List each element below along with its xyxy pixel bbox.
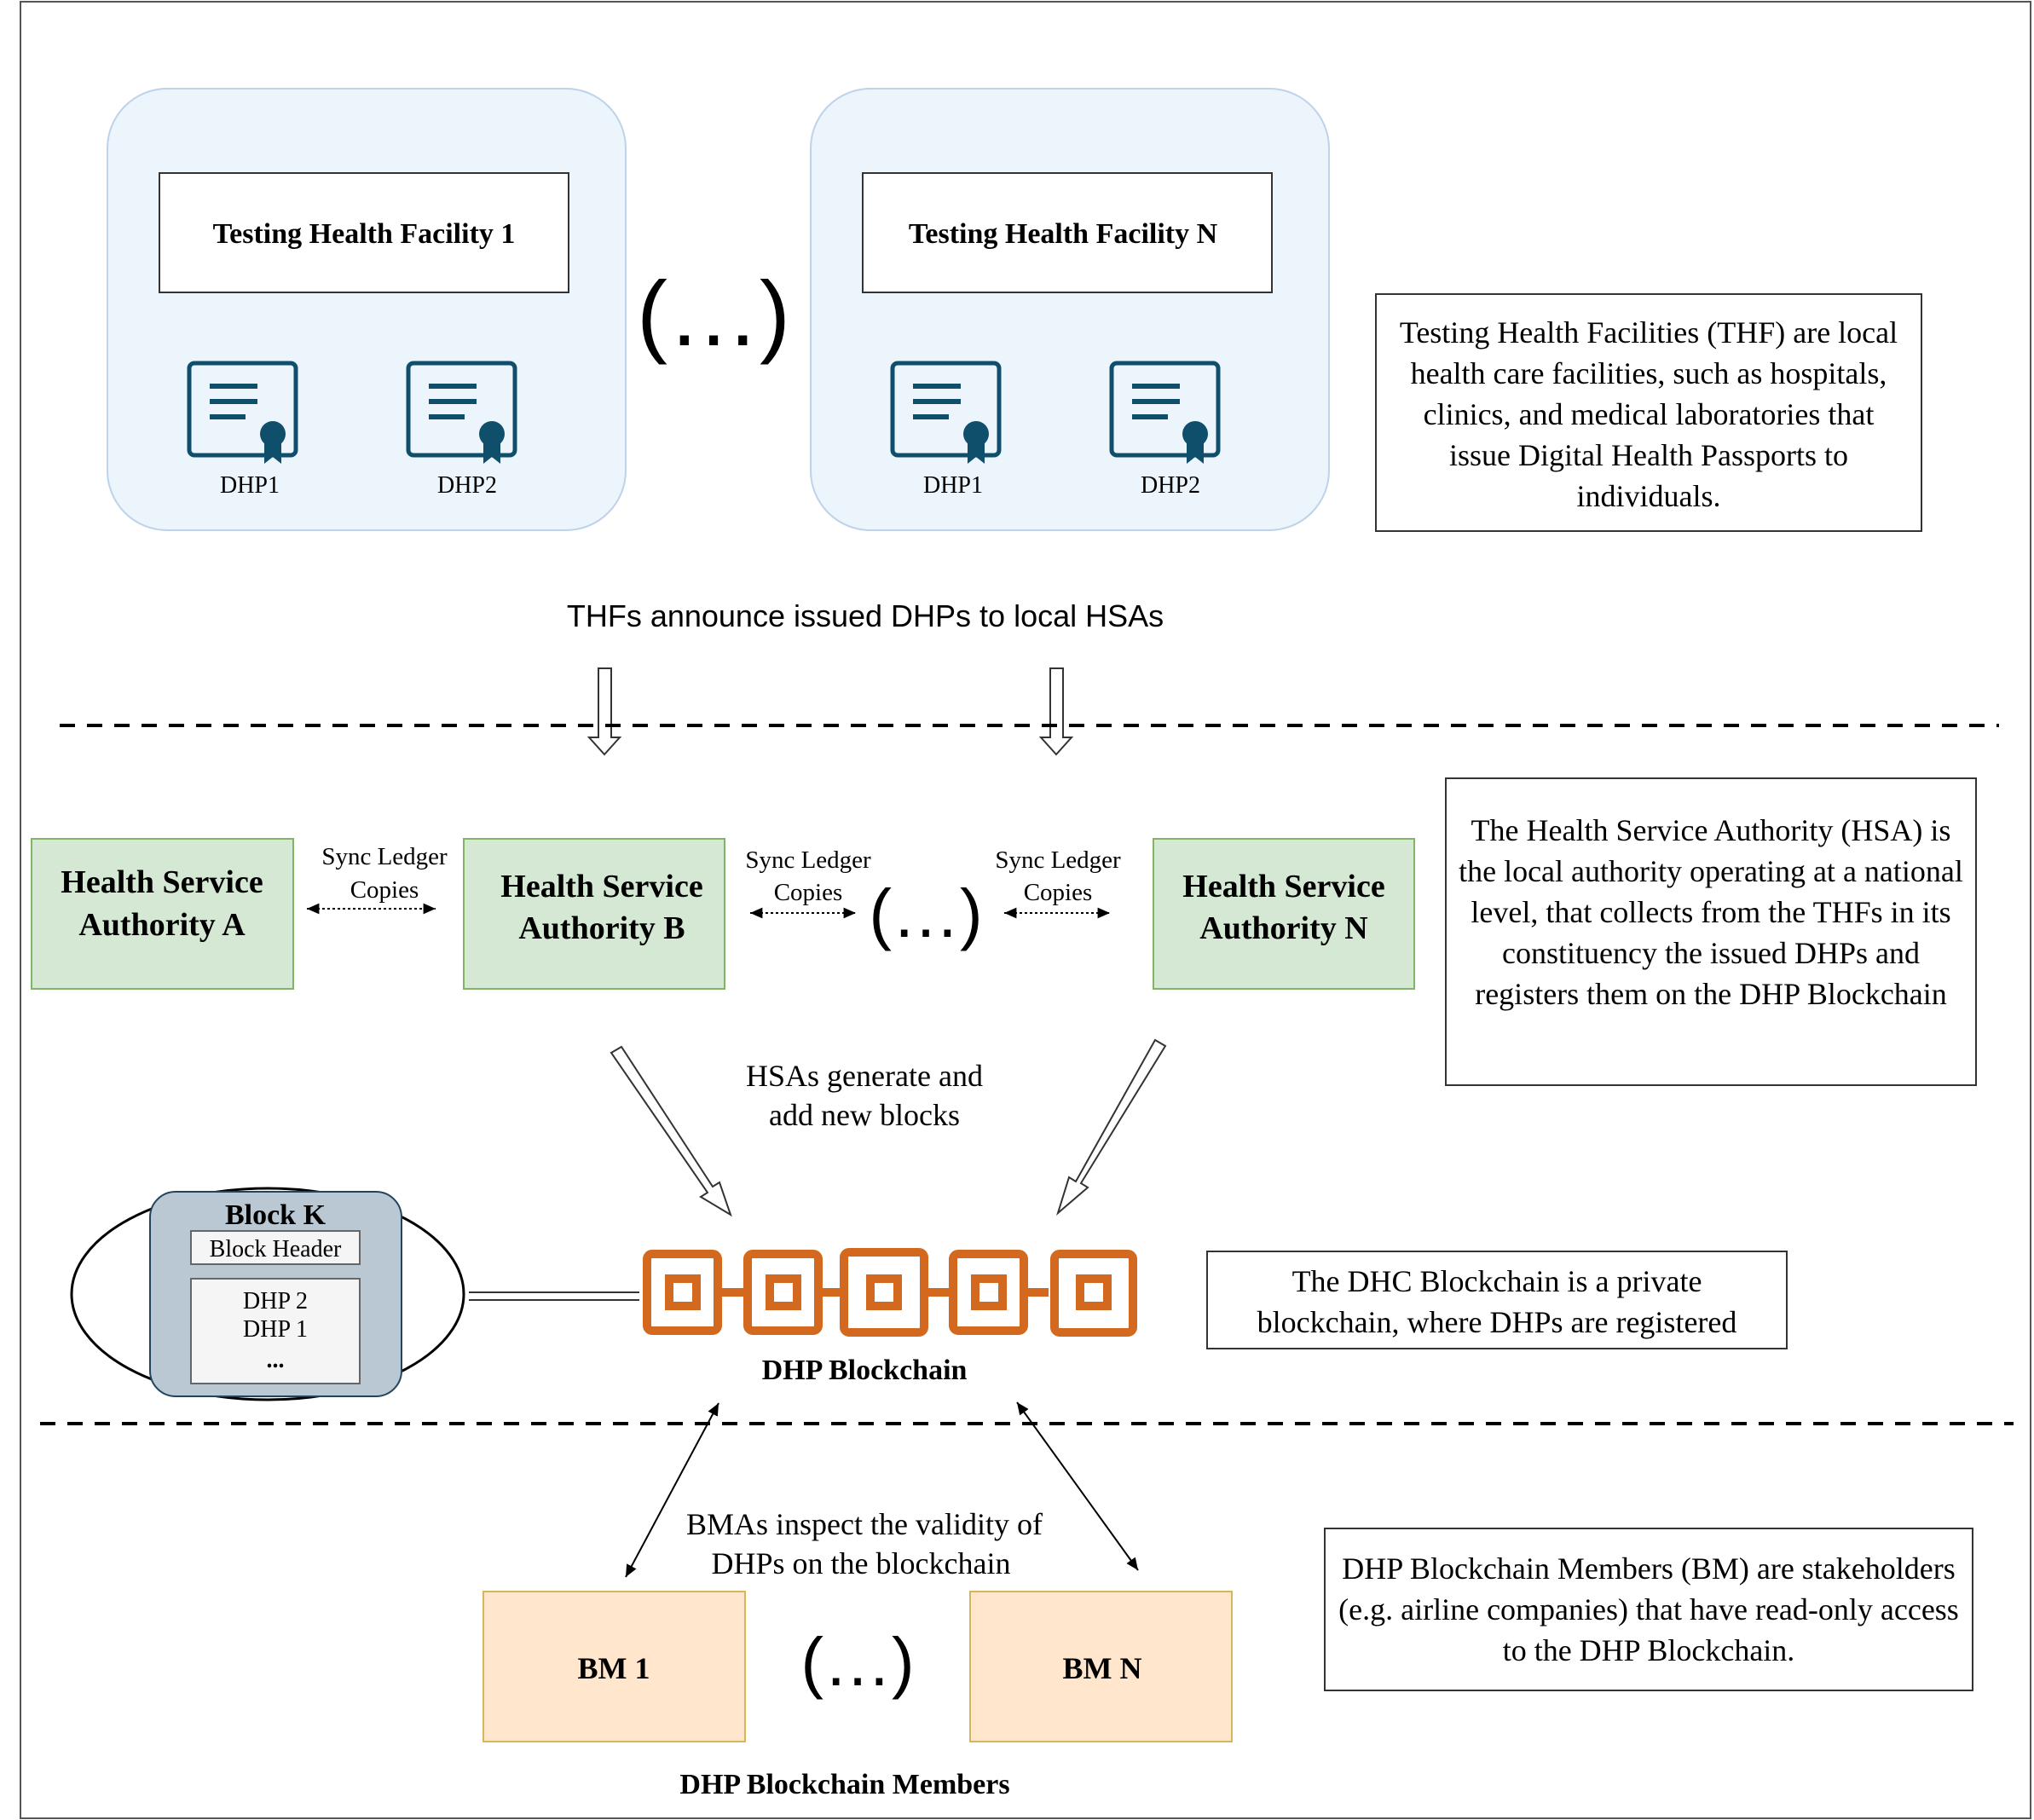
hsa-label-a: Authority A (78, 907, 246, 943)
announce-arrow-right (1038, 667, 1074, 756)
bm-description-box (1324, 1528, 1973, 1691)
inspect-arrow-right (1016, 1401, 1139, 1571)
block-title: Block K (225, 1199, 326, 1231)
block-entry: ... (267, 1347, 285, 1373)
hsa-label-a: Health Service (61, 864, 263, 900)
hsa-label-b: Health Service (500, 869, 702, 904)
hsa-box-b (463, 838, 725, 990)
facility-title-box-n (862, 172, 1273, 293)
blockchain-label: DHP Blockchain (762, 1355, 968, 1386)
sync-label: Copies (1024, 879, 1093, 906)
sync-label: Sync Ledger (995, 846, 1121, 874)
thf-description-box (1375, 293, 1922, 532)
passport-label: DHP1 (923, 472, 983, 499)
inspect-label: BMAs inspect the validity of (686, 1507, 1043, 1541)
sync-label: Copies (350, 876, 419, 904)
members-label: DHP Blockchain Members (679, 1769, 1009, 1800)
announce-label: THFs announce issued DHPs to local HSAs (567, 598, 1164, 633)
member-box-1 (482, 1591, 746, 1742)
hsa-label-n: Health Service (1182, 869, 1384, 904)
facility-title-1: Testing Health Facility 1 (213, 218, 516, 250)
facility-title-box-1 (159, 172, 569, 293)
block-header-box (190, 1230, 361, 1265)
facility-panel-n (810, 88, 1330, 531)
announce-arrow-left (587, 667, 622, 756)
passport-label: DHP1 (220, 472, 280, 499)
block-entry: DHP 1 (243, 1316, 308, 1343)
hsa-box-n (1153, 838, 1415, 990)
member-ellipsis: (…) (800, 1624, 914, 1700)
passport-label: DHP2 (1141, 472, 1200, 499)
thf-description: Testing Health Facilities (THF) are loca… (1400, 315, 1898, 513)
member-box-n (969, 1591, 1233, 1742)
block-header: Block Header (210, 1236, 342, 1262)
generate-label: add new blocks (769, 1098, 960, 1132)
facility-title-n: Testing Health Facility N (909, 218, 1218, 250)
block-body-box (190, 1278, 361, 1384)
member-label-n: BM N (1063, 1651, 1142, 1685)
hsa-label-b: Authority B (518, 910, 685, 946)
hsa-ellipsis: (…) (869, 875, 982, 951)
sync-label: Sync Ledger (321, 843, 448, 870)
inspect-arrow-left (625, 1402, 719, 1578)
member-label-1: BM 1 (578, 1651, 650, 1685)
generate-arrow-right (1056, 1038, 1167, 1216)
hsa-box-a (31, 838, 294, 990)
blockchain-icon (643, 1248, 1137, 1337)
inspect-label: DHPs on the blockchain (712, 1546, 1011, 1580)
bm-description: DHP Blockchain Members (BM) are stakehol… (1338, 1551, 1959, 1667)
facility-panel-1 (107, 88, 627, 531)
sync-label: Copies (774, 879, 843, 906)
generate-label: HSAs generate and (746, 1059, 983, 1093)
facility-ellipsis: (…) (637, 262, 790, 365)
sync-label: Sync Ledger (745, 846, 871, 874)
passport-label: DHP2 (437, 472, 497, 499)
blockchain-description-box (1206, 1251, 1788, 1349)
hsa-label-n: Authority N (1199, 910, 1367, 946)
hsa-description-box (1445, 777, 1977, 1086)
generate-arrow-left (610, 1045, 732, 1217)
block-entry: DHP 2 (243, 1288, 308, 1314)
